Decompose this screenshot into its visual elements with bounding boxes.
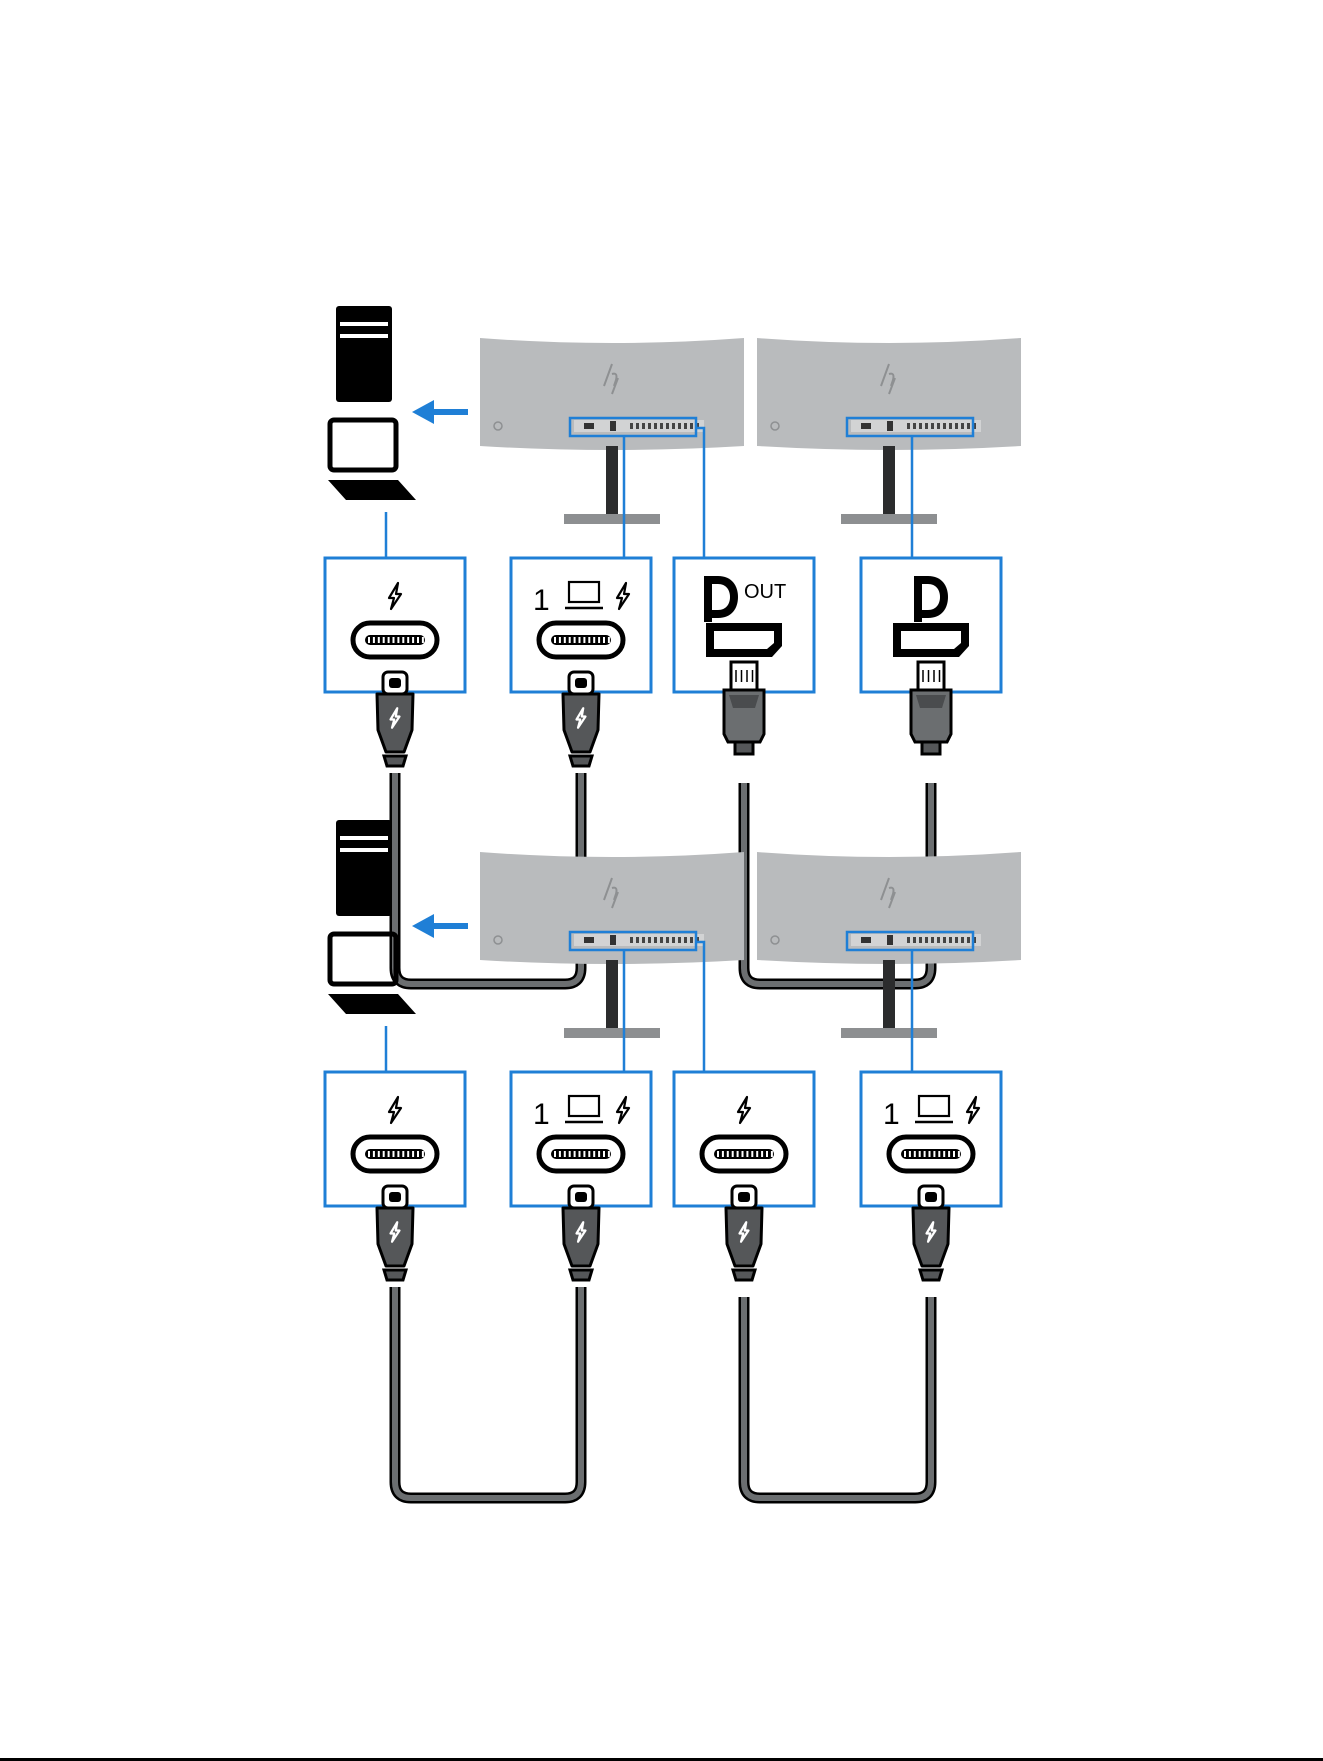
monitor-stand-neck — [606, 960, 618, 1030]
usb-c-connector-icon — [563, 1186, 599, 1280]
port-box-3 — [674, 1072, 814, 1280]
port-number-label: 1 — [533, 1098, 550, 1131]
port-box-2: 1 — [511, 558, 651, 766]
monitor-right — [757, 852, 1021, 1038]
port-strip — [851, 420, 981, 432]
monitor-stand-base — [841, 1028, 937, 1038]
usb-c-port-icon — [353, 1137, 437, 1171]
cable — [744, 1297, 931, 1498]
port-strip — [851, 934, 981, 946]
monitor-right — [757, 338, 1021, 524]
port-box-4: 1 — [861, 1072, 1001, 1280]
monitor-stand-base — [564, 514, 660, 524]
laptop-icon — [328, 420, 416, 500]
port-box-3: OUT — [674, 558, 814, 754]
displayport-port-icon — [706, 623, 782, 657]
cable — [395, 1287, 581, 1498]
usb-c-connector-icon — [377, 672, 413, 766]
port-number-label: 1 — [883, 1098, 900, 1131]
monitor-stand-neck — [883, 446, 895, 516]
usb-c-connector-icon — [377, 1186, 413, 1280]
usb-c-connector-icon — [563, 672, 599, 766]
arrow-left-icon — [412, 400, 468, 424]
monitor-stand-neck — [883, 960, 895, 1030]
port-box-1 — [325, 1072, 465, 1280]
displayport-out-label: OUT — [744, 581, 786, 603]
port-box-2: 1 — [511, 1072, 651, 1280]
tower-pc-icon — [336, 306, 392, 402]
usb-c-port-icon — [889, 1137, 973, 1171]
displayport-plug-icon — [724, 662, 764, 754]
usb-c-port-icon — [539, 623, 623, 657]
monitor-stand-base — [564, 1028, 660, 1038]
usb-c-port-icon — [702, 1137, 786, 1171]
monitor-stand-base — [841, 514, 937, 524]
port-box-4 — [861, 558, 1001, 754]
port-strip — [574, 420, 704, 432]
usb-c-connector-icon — [726, 1186, 762, 1280]
tower-pc-icon — [336, 820, 392, 916]
displayport-plug-icon — [911, 662, 951, 754]
port-number-label: 1 — [533, 584, 550, 617]
usb-c-port-icon — [539, 1137, 623, 1171]
displayport-port-icon — [893, 623, 969, 657]
port-box-1 — [325, 558, 465, 766]
laptop-icon — [328, 934, 416, 1014]
port-strip — [574, 934, 704, 946]
arrow-left-icon — [412, 914, 468, 938]
monitor-stand-neck — [606, 446, 618, 516]
usb-c-port-icon — [353, 623, 437, 657]
usb-c-connector-icon — [913, 1186, 949, 1280]
